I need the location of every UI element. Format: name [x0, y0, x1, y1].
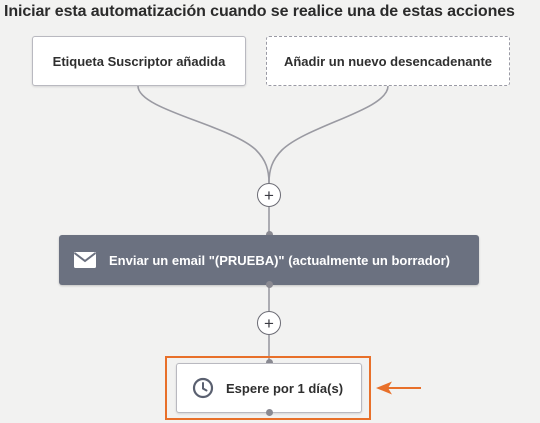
connector-dot — [266, 359, 273, 366]
trigger-subscriber-tag-added[interactable]: Etiqueta Suscriptor añadida — [32, 36, 246, 86]
send-email-step[interactable]: Enviar un email "(PRUEBA)" (actualmente … — [59, 235, 479, 285]
page-title: Iniciar esta automatización cuando se re… — [4, 3, 515, 20]
add-step-button[interactable]: + — [257, 183, 281, 207]
plus-icon: + — [264, 313, 274, 333]
add-step-button[interactable]: + — [257, 311, 281, 335]
pointer-arrow-icon — [376, 381, 421, 395]
connector-dot — [266, 231, 273, 238]
plus-icon: + — [264, 185, 274, 205]
wait-step-label: Espere por 1 día(s) — [226, 380, 344, 396]
clock-icon — [192, 377, 214, 399]
connector-dot — [266, 409, 273, 416]
highlight-box — [165, 356, 371, 420]
wait-step[interactable]: Espere por 1 día(s) — [176, 363, 362, 413]
add-trigger-button[interactable]: Añadir un nuevo desencadenante — [266, 36, 510, 86]
send-email-step-label: Enviar un email "(PRUEBA)" (actualmente … — [109, 252, 450, 268]
envelope-icon — [73, 251, 97, 269]
connector-dot — [266, 281, 273, 288]
